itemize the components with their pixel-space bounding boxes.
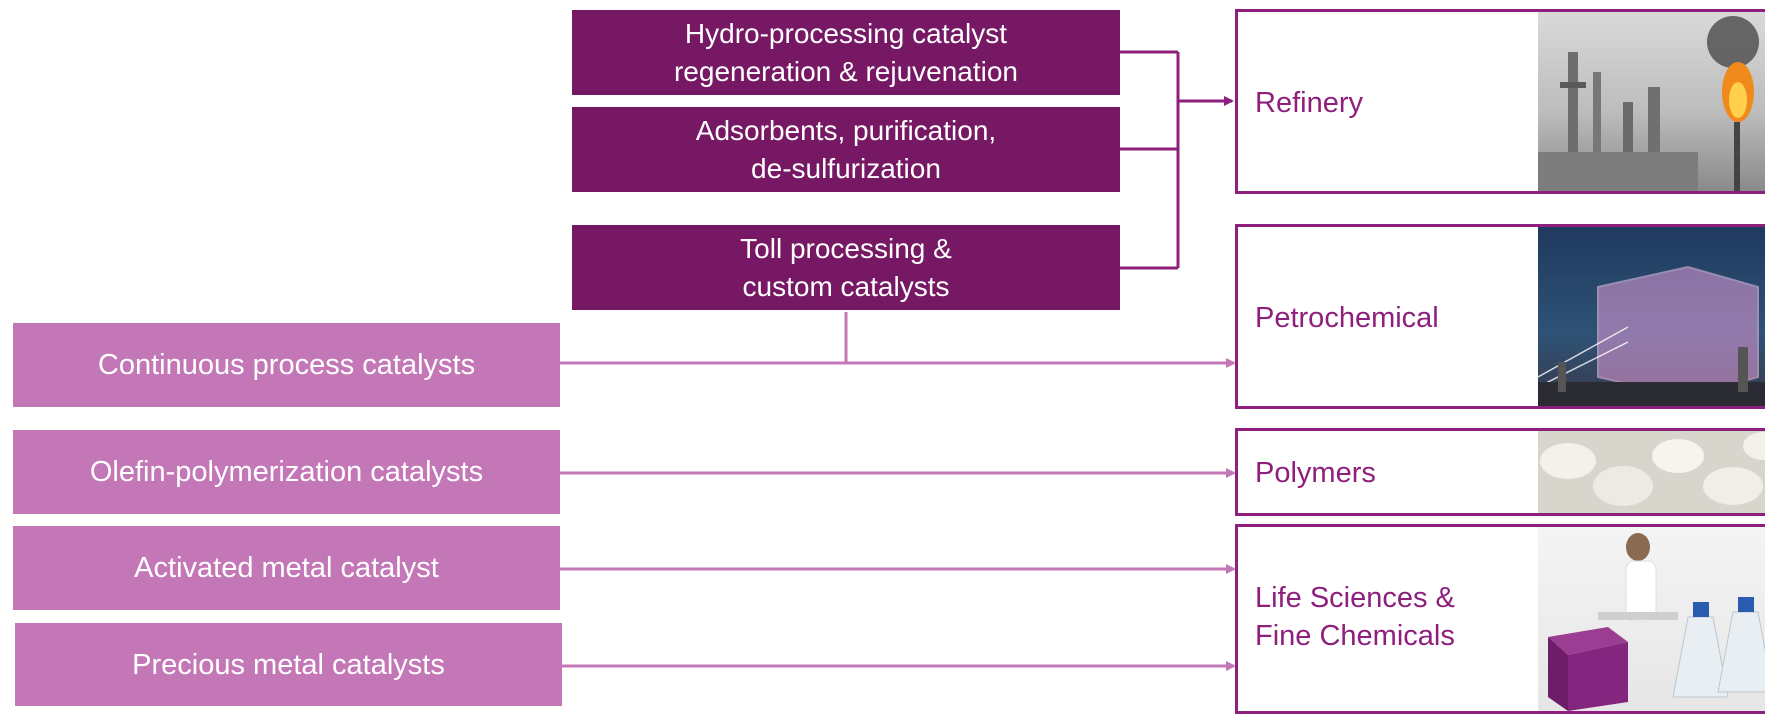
precious-metal-label: Precious metal catalysts	[132, 648, 445, 681]
continuous-process-label: Continuous process catalysts	[97, 349, 476, 381]
refinery-market-box: Refinery	[1235, 9, 1765, 194]
refinery-label: Refinery	[1255, 87, 1363, 119]
life-sciences-label-1: Life Sciences &	[1255, 582, 1455, 614]
toll-processing-box: Toll processing & custom catalysts	[572, 225, 1120, 310]
olefin-polymerization-box: Olefin-polymerization catalysts	[13, 430, 560, 514]
adsorbents-box: Adsorbents, purification, de-sulfurizati…	[572, 107, 1120, 192]
petrochemical-label: Petrochemical	[1255, 302, 1439, 334]
hydro-processing-box: Hydro-processing catalyst regeneration &…	[572, 10, 1120, 95]
hydro-processing-label-2: regeneration & rejuvenation	[673, 55, 1018, 87]
adsorbents-label-1: Adsorbents, purification,	[695, 114, 997, 146]
continuous-process-box: Continuous process catalysts	[13, 323, 560, 407]
activated-metal-box: Activated metal catalyst	[13, 526, 560, 610]
polymers-label: Polymers	[1255, 457, 1376, 489]
life-sciences-photo	[1538, 527, 1765, 711]
activated-metal-label: Activated metal catalyst	[134, 552, 439, 584]
toll-processing-label-1: Toll processing &	[740, 232, 952, 264]
petrochemical-photo	[1537, 227, 1765, 406]
hydro-processing-label-1: Hydro-processing catalyst	[684, 17, 1008, 49]
life-sciences-label: Life Sciences & Fine Chemicals	[1255, 579, 1455, 655]
olefin-polymerization-label: Olefin-polymerization catalysts	[89, 456, 484, 488]
precious-metal-box: Precious metal catalysts	[15, 623, 562, 706]
product-connectors	[560, 312, 1236, 671]
life-sciences-market-box: Life Sciences & Fine Chemicals	[1235, 524, 1765, 714]
polymers-photo	[1538, 431, 1765, 513]
petrochemical-market-box: Petrochemical	[1235, 224, 1765, 409]
life-sciences-label-2: Fine Chemicals	[1255, 620, 1455, 652]
refinery-connector	[1120, 50, 1234, 270]
refinery-photo	[1538, 12, 1765, 191]
toll-processing-label-2: custom catalysts	[742, 270, 950, 302]
polymers-market-box: Polymers	[1235, 428, 1765, 516]
adsorbents-label-2: de-sulfurization	[751, 152, 941, 184]
